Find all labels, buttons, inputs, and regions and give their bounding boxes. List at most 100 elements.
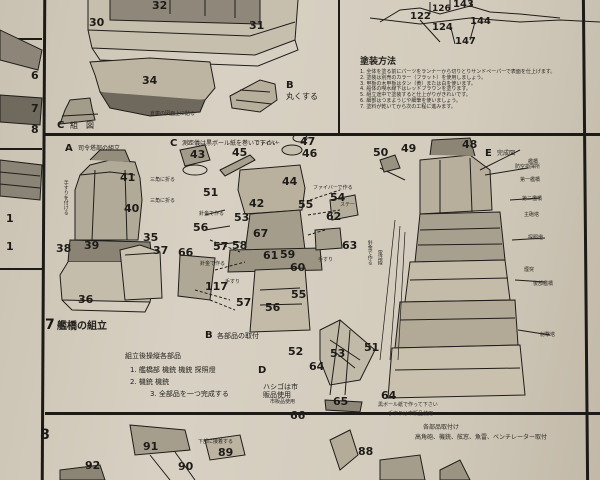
painting-line: 3. 甲板の木甲板はタン（黄）または白を使います。	[360, 80, 476, 87]
part-label: 39	[84, 239, 100, 252]
note-stay: ステー	[340, 202, 356, 208]
note-e: 後部艦橋	[533, 281, 554, 287]
part-label: 45	[232, 146, 248, 159]
sub-d-text: ハシゴは市販品使用	[263, 383, 298, 400]
part-label: 66	[290, 409, 306, 422]
part-label: 147	[455, 36, 476, 47]
part-label: 57	[213, 240, 229, 253]
note-rail-b: 手すり	[225, 279, 241, 285]
note-e: 主砲塔	[524, 212, 540, 218]
assembly-row: 3. 全部品を一つ完成する	[150, 390, 229, 398]
painting-instructions: 1. 全体を塗る前にパーツをランナーから切りとりサンドペーパーで表面を仕上げます…	[360, 69, 582, 110]
part-label: 40	[124, 202, 140, 215]
part-label: 58	[232, 239, 248, 252]
painting-line: 1. 全体を塗る前にパーツをランナーから切りとりサンドペーパーで表面を仕上げます…	[360, 69, 556, 75]
part-label: 36	[78, 293, 94, 306]
part-label: 91	[143, 440, 159, 453]
sub-c-text: 測距儀は黒ボール紙を巻いて下さい	[182, 140, 278, 147]
note-d2: 黒ボール紙で作って下さい	[378, 402, 438, 408]
part-label: 61	[263, 249, 279, 262]
part-label: 65	[333, 395, 349, 408]
part-label: 144	[470, 16, 491, 27]
painting-title: 塗装方法	[360, 57, 397, 67]
painting-line: 6. 細部はつまようじや細筆を使いましょう。	[360, 97, 462, 104]
assembly-row: 1. 艦橋部 機銃 機銃 探照燈	[130, 366, 216, 374]
note-e-mid: 電話線	[376, 250, 383, 265]
part-label: 32	[152, 0, 168, 12]
painting-line: 5. 組立途中で塗装すると仕上がりがきれいです。	[360, 92, 471, 98]
note-wire: 針金で作る	[199, 211, 225, 217]
note-fiber: ファイバーで作る	[313, 185, 353, 191]
painting-line: 7. 塗料が乾いてから次の工程に進みます。	[360, 103, 456, 110]
rule-top-panel-bottom	[45, 133, 600, 136]
part-label: 48	[462, 138, 478, 151]
caption-c: C	[57, 120, 65, 131]
part-label: 51	[203, 186, 219, 199]
rule-left-panel-a	[0, 38, 42, 40]
note-e: 防空指揮所	[515, 164, 541, 170]
note-e: 第一艦橋	[520, 177, 541, 183]
step-8-number: 8	[40, 427, 50, 443]
note-34: 倉庫の図面上に貼る	[150, 111, 196, 117]
note-e: 第二艦橋	[522, 196, 543, 202]
part-label: 122	[410, 11, 431, 22]
part-label: 143	[453, 0, 474, 10]
part-label: 126	[432, 4, 451, 14]
part-label: 51	[364, 341, 380, 354]
part-label: 46	[302, 147, 318, 160]
part-label: 53	[234, 211, 250, 224]
note-d3: 手すりは市販品使用	[388, 411, 434, 417]
side-label: 6	[31, 69, 39, 82]
part-label: 67	[253, 227, 269, 240]
part-label: 49	[401, 142, 417, 155]
part-label: 64	[381, 389, 397, 402]
part-label: 37	[153, 244, 169, 257]
note-fold-1: 三角に折る	[150, 177, 176, 183]
note-e: 探照燈	[528, 235, 544, 241]
part-label: 55	[298, 198, 314, 211]
step-7-title: 艦橋の組立	[57, 321, 107, 332]
part-label: 62	[326, 210, 342, 223]
note-rail: 手すりを付ける	[62, 180, 69, 215]
part-label: 63	[342, 239, 358, 252]
sub-a: A	[65, 143, 73, 154]
part-label: 64	[309, 360, 325, 373]
part-label: 60	[290, 261, 306, 274]
side-label: 8	[31, 123, 39, 136]
part-label: 55	[291, 288, 307, 301]
note-e-mid: 針金で作る	[366, 240, 373, 265]
part-label: 56	[265, 301, 281, 314]
note-8: 各部品取付け	[423, 424, 460, 431]
part-label: 43	[190, 148, 206, 161]
part-label: 117	[205, 280, 228, 293]
part-label: 66	[178, 246, 194, 259]
rule-left-panel-b	[0, 148, 42, 150]
side-label: 1	[6, 212, 14, 225]
part-label: 34	[142, 74, 158, 87]
part-label: 56	[193, 221, 209, 234]
part-label: 59	[280, 248, 296, 261]
part-label: 42	[249, 197, 265, 210]
caption-b: B	[286, 80, 294, 91]
caption-c-text: 組 図	[70, 121, 94, 130]
part-label: 88	[358, 445, 374, 458]
sub-d: D	[258, 365, 267, 376]
part-label: 50	[373, 146, 389, 159]
note-e: 艦橋	[528, 159, 539, 165]
note-8: 下部に接着する	[198, 439, 234, 445]
part-label: 89	[218, 446, 234, 459]
rule-bottom-panel-top	[45, 412, 600, 415]
sub-b-text: 各部品の取付	[217, 332, 259, 340]
assembly-row: 2. 機銃 機銃	[130, 378, 170, 386]
note-fiber-b: ファイバー	[255, 141, 280, 147]
step-7-number: 7	[45, 317, 55, 333]
note-8: 高角砲、機銃、舷窓、魚雷、ベンチレーター取付	[415, 434, 548, 441]
note-rail-b2: 手すり	[318, 257, 334, 263]
part-label: 41	[120, 171, 136, 184]
note-wire-2: 針金で作る	[200, 261, 226, 267]
rule-left-panel-c	[0, 268, 42, 270]
part-label: 90	[178, 460, 194, 473]
part-label: 54	[330, 191, 346, 204]
part-label: 124	[432, 22, 453, 33]
